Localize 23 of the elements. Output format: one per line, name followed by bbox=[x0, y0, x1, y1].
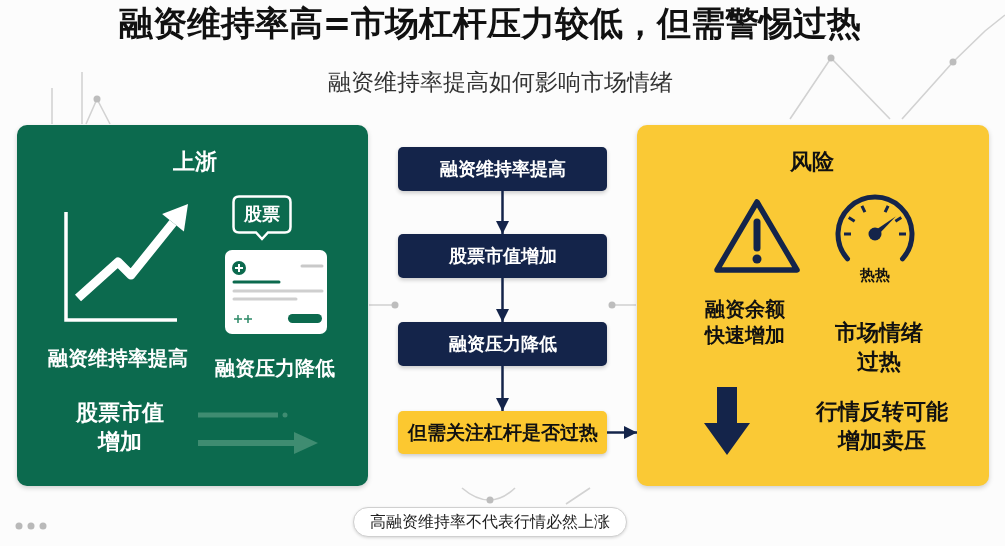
arrow bbox=[496, 278, 509, 322]
panel-text: 市场情绪过热 bbox=[834, 319, 924, 376]
title: 融资维持率高=市场杠杆压力较低，但需警惕过热 bbox=[118, 3, 862, 43]
speech-bubble: 股票 bbox=[232, 195, 292, 241]
panel-text: 股票市值增加 bbox=[75, 399, 165, 456]
panel-heading: 风险 bbox=[790, 147, 834, 176]
process-box: 融资压力降低 bbox=[398, 322, 607, 366]
panel-heading: 上浙 bbox=[173, 147, 217, 176]
gauge-label: 热热 bbox=[860, 266, 890, 286]
panel-text: 行情反转可能增加卖压 bbox=[814, 398, 949, 455]
panel-text: 融资维持率提高 bbox=[48, 345, 188, 371]
arrow bbox=[496, 191, 509, 234]
note-pill: 高融资维持率不代表行情必然上涨 bbox=[353, 507, 627, 537]
process-box: 融资维持率提高 bbox=[398, 147, 607, 191]
arrow bbox=[607, 426, 637, 439]
panel-text: 融资压力降低 bbox=[215, 355, 335, 381]
panel bbox=[17, 125, 368, 486]
panel bbox=[637, 125, 989, 486]
process-box: 股票市值增加 bbox=[398, 234, 607, 278]
subtitle: 融资维持率提高如何影响市场情绪 bbox=[327, 68, 673, 98]
panel-text: 融资余额快速增加 bbox=[703, 296, 786, 348]
arrow bbox=[496, 366, 509, 411]
highlight-box: 但需关注杠杆是否过热 bbox=[398, 411, 607, 454]
